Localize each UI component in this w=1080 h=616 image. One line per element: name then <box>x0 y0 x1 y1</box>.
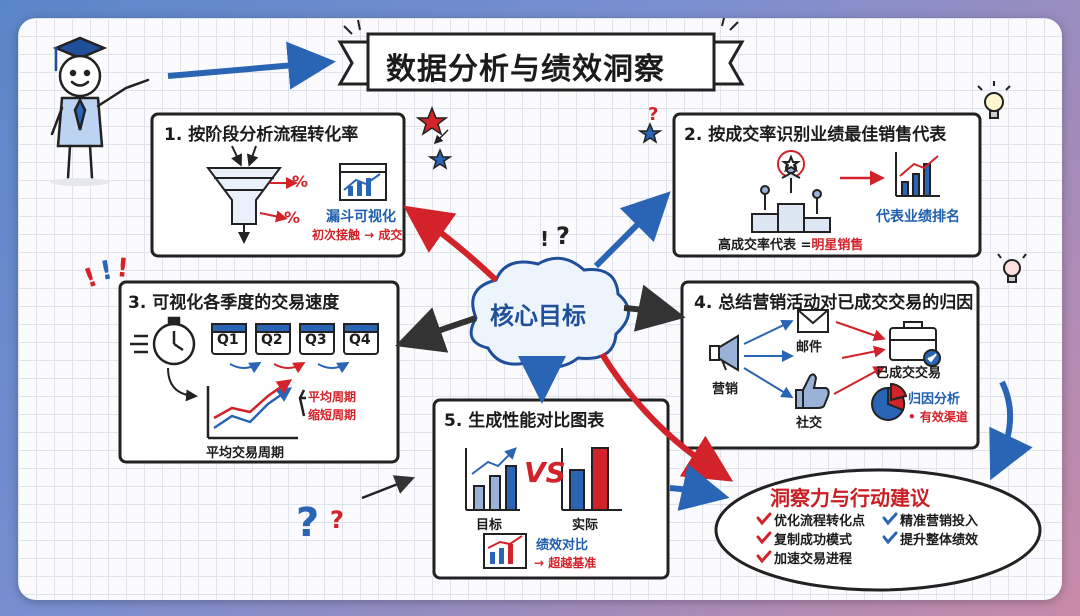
thumbs-up-icon <box>795 373 830 409</box>
box4-attribution: 归因分析 <box>908 392 961 407</box>
quarter-label-1: Q1 <box>217 332 239 348</box>
box5-vs: VS <box>524 456 566 489</box>
svg-text:!: ! <box>98 255 115 287</box>
arrow-box5-to-insights <box>669 464 730 511</box>
quarter-label-3: Q3 <box>305 332 327 348</box>
box2-frame <box>672 112 982 258</box>
line-chart-icon <box>339 163 387 201</box>
insight-check-icons <box>756 512 898 564</box>
svg-text:!: ! <box>80 262 101 294</box>
arrow-to-box2 <box>593 191 671 269</box>
box3-title: 3. 可视化各季度的交易速度 <box>128 293 340 313</box>
insight-item-left-2: 复制成功模式 <box>774 533 853 548</box>
center-cloud <box>469 256 630 369</box>
box1-viz-label: 漏斗可视化 <box>326 209 396 225</box>
box4-title: 4. 总结营销活动对已成交交易的归因 <box>694 293 974 313</box>
quarter-calendars <box>211 323 379 355</box>
stopwatch-icon <box>130 316 196 366</box>
box5-perf-compare: 绩效对比 <box>536 538 589 553</box>
box5-target: 目标 <box>476 518 503 533</box>
title-banner <box>337 32 745 92</box>
target-bar-chart <box>465 447 520 511</box>
lightbulb-icon <box>977 81 1011 119</box>
insights-title: 洞察力与行动建议 <box>770 486 930 510</box>
svg-text:?: ? <box>556 222 570 250</box>
box4-social: 社交 <box>796 416 823 431</box>
svg-text:?: ? <box>330 506 344 534</box>
box2-caption-star: 明星销售 <box>811 238 864 253</box>
funnel-icon <box>206 145 282 244</box>
insight-item-left-1: 优化流程转化点 <box>774 514 866 529</box>
legend-short-cycle: 缩短周期 <box>308 408 357 422</box>
box1-percent-1: % <box>292 172 309 191</box>
question-marks-top: ? ? ! <box>540 104 658 251</box>
quarter-label-2: Q2 <box>261 332 283 348</box>
doodle-arrow <box>361 475 415 500</box>
svg-text:!: ! <box>540 227 549 251</box>
funnel-percent-arrow-2 <box>259 210 288 223</box>
speed-line-chart <box>206 379 306 440</box>
box4-arrows <box>743 320 886 399</box>
pie-chart-icon <box>871 382 908 421</box>
box4-marketing: 营销 <box>712 382 739 397</box>
box1-frame <box>150 112 406 258</box>
page-title: 数据分析与绩效洞察 <box>386 52 665 87</box>
insight-item-right-1: 精准营销投入 <box>900 514 979 529</box>
quarter-arrows <box>229 362 350 374</box>
perf-mini-chart <box>483 533 527 569</box>
stopwatch-arrow <box>167 367 198 402</box>
box2-ranking-label: 代表业绩排名 <box>876 209 960 225</box>
bar-chart-icon <box>895 152 940 197</box>
box5-title: 5. 生成性能对比图表 <box>444 411 605 431</box>
box4-email: 邮件 <box>796 340 823 355</box>
legend-avg-cycle: 平均周期 <box>308 390 357 404</box>
arrow-to-insights <box>599 352 734 482</box>
box2-title: 2. 按成交率识别业绩最佳销售代表 <box>684 125 947 145</box>
center-goal: 核心目标 <box>490 302 586 330</box>
svg-text:!: ! <box>115 253 129 284</box>
arrow-box4-to-insights <box>989 380 1033 481</box>
diagram-canvas: ? ? ! ! ! ! <box>50 18 1042 592</box>
box1-title: 1. 按阶段分析流程转化率 <box>164 125 359 145</box>
briefcase-icon <box>889 321 941 367</box>
box4-channels: • 有效渠道 <box>908 410 968 424</box>
box5-exceed: → 超越基准 <box>534 556 597 570</box>
box1-flow-label: 初次接触 → 成交 <box>312 228 403 242</box>
actual-bar-chart <box>561 447 622 511</box>
podium-icon <box>751 150 831 233</box>
question-marks-bottom: ? ? <box>296 500 344 546</box>
box3-x-label: 平均交易周期 <box>206 446 285 461</box>
arrow-to-box1 <box>403 205 499 283</box>
insight-item-left-3: 加速交易进程 <box>774 552 853 567</box>
box1-percent-2: % <box>284 208 301 227</box>
envelope-icon <box>797 309 829 333</box>
arrow-to-box3 <box>395 307 477 353</box>
title-sparkles <box>343 18 739 35</box>
megaphone-icon <box>709 334 739 372</box>
insight-item-right-2: 提升整体绩效 <box>900 533 979 548</box>
box4-closed: 已成交交易 <box>876 366 942 381</box>
svg-text:?: ? <box>648 104 658 125</box>
box2-caption: 高成交率代表 =明星销售 <box>718 234 863 253</box>
insights-ellipse <box>714 468 1042 592</box>
arrow-to-box4 <box>623 284 686 332</box>
teacher-figure <box>50 36 150 186</box>
star-decorations <box>415 105 663 170</box>
box2-caption-prefix: 高成交率代表 = <box>718 238 812 253</box>
teacher-arrow <box>167 41 336 90</box>
box5-actual: 实际 <box>572 518 599 533</box>
svg-text:?: ? <box>296 500 319 546</box>
lightbulb-icon-2 <box>997 253 1027 283</box>
quarter-label-4: Q4 <box>349 332 371 348</box>
whiteboard: ? ? ! ! ! ! <box>18 18 1062 600</box>
